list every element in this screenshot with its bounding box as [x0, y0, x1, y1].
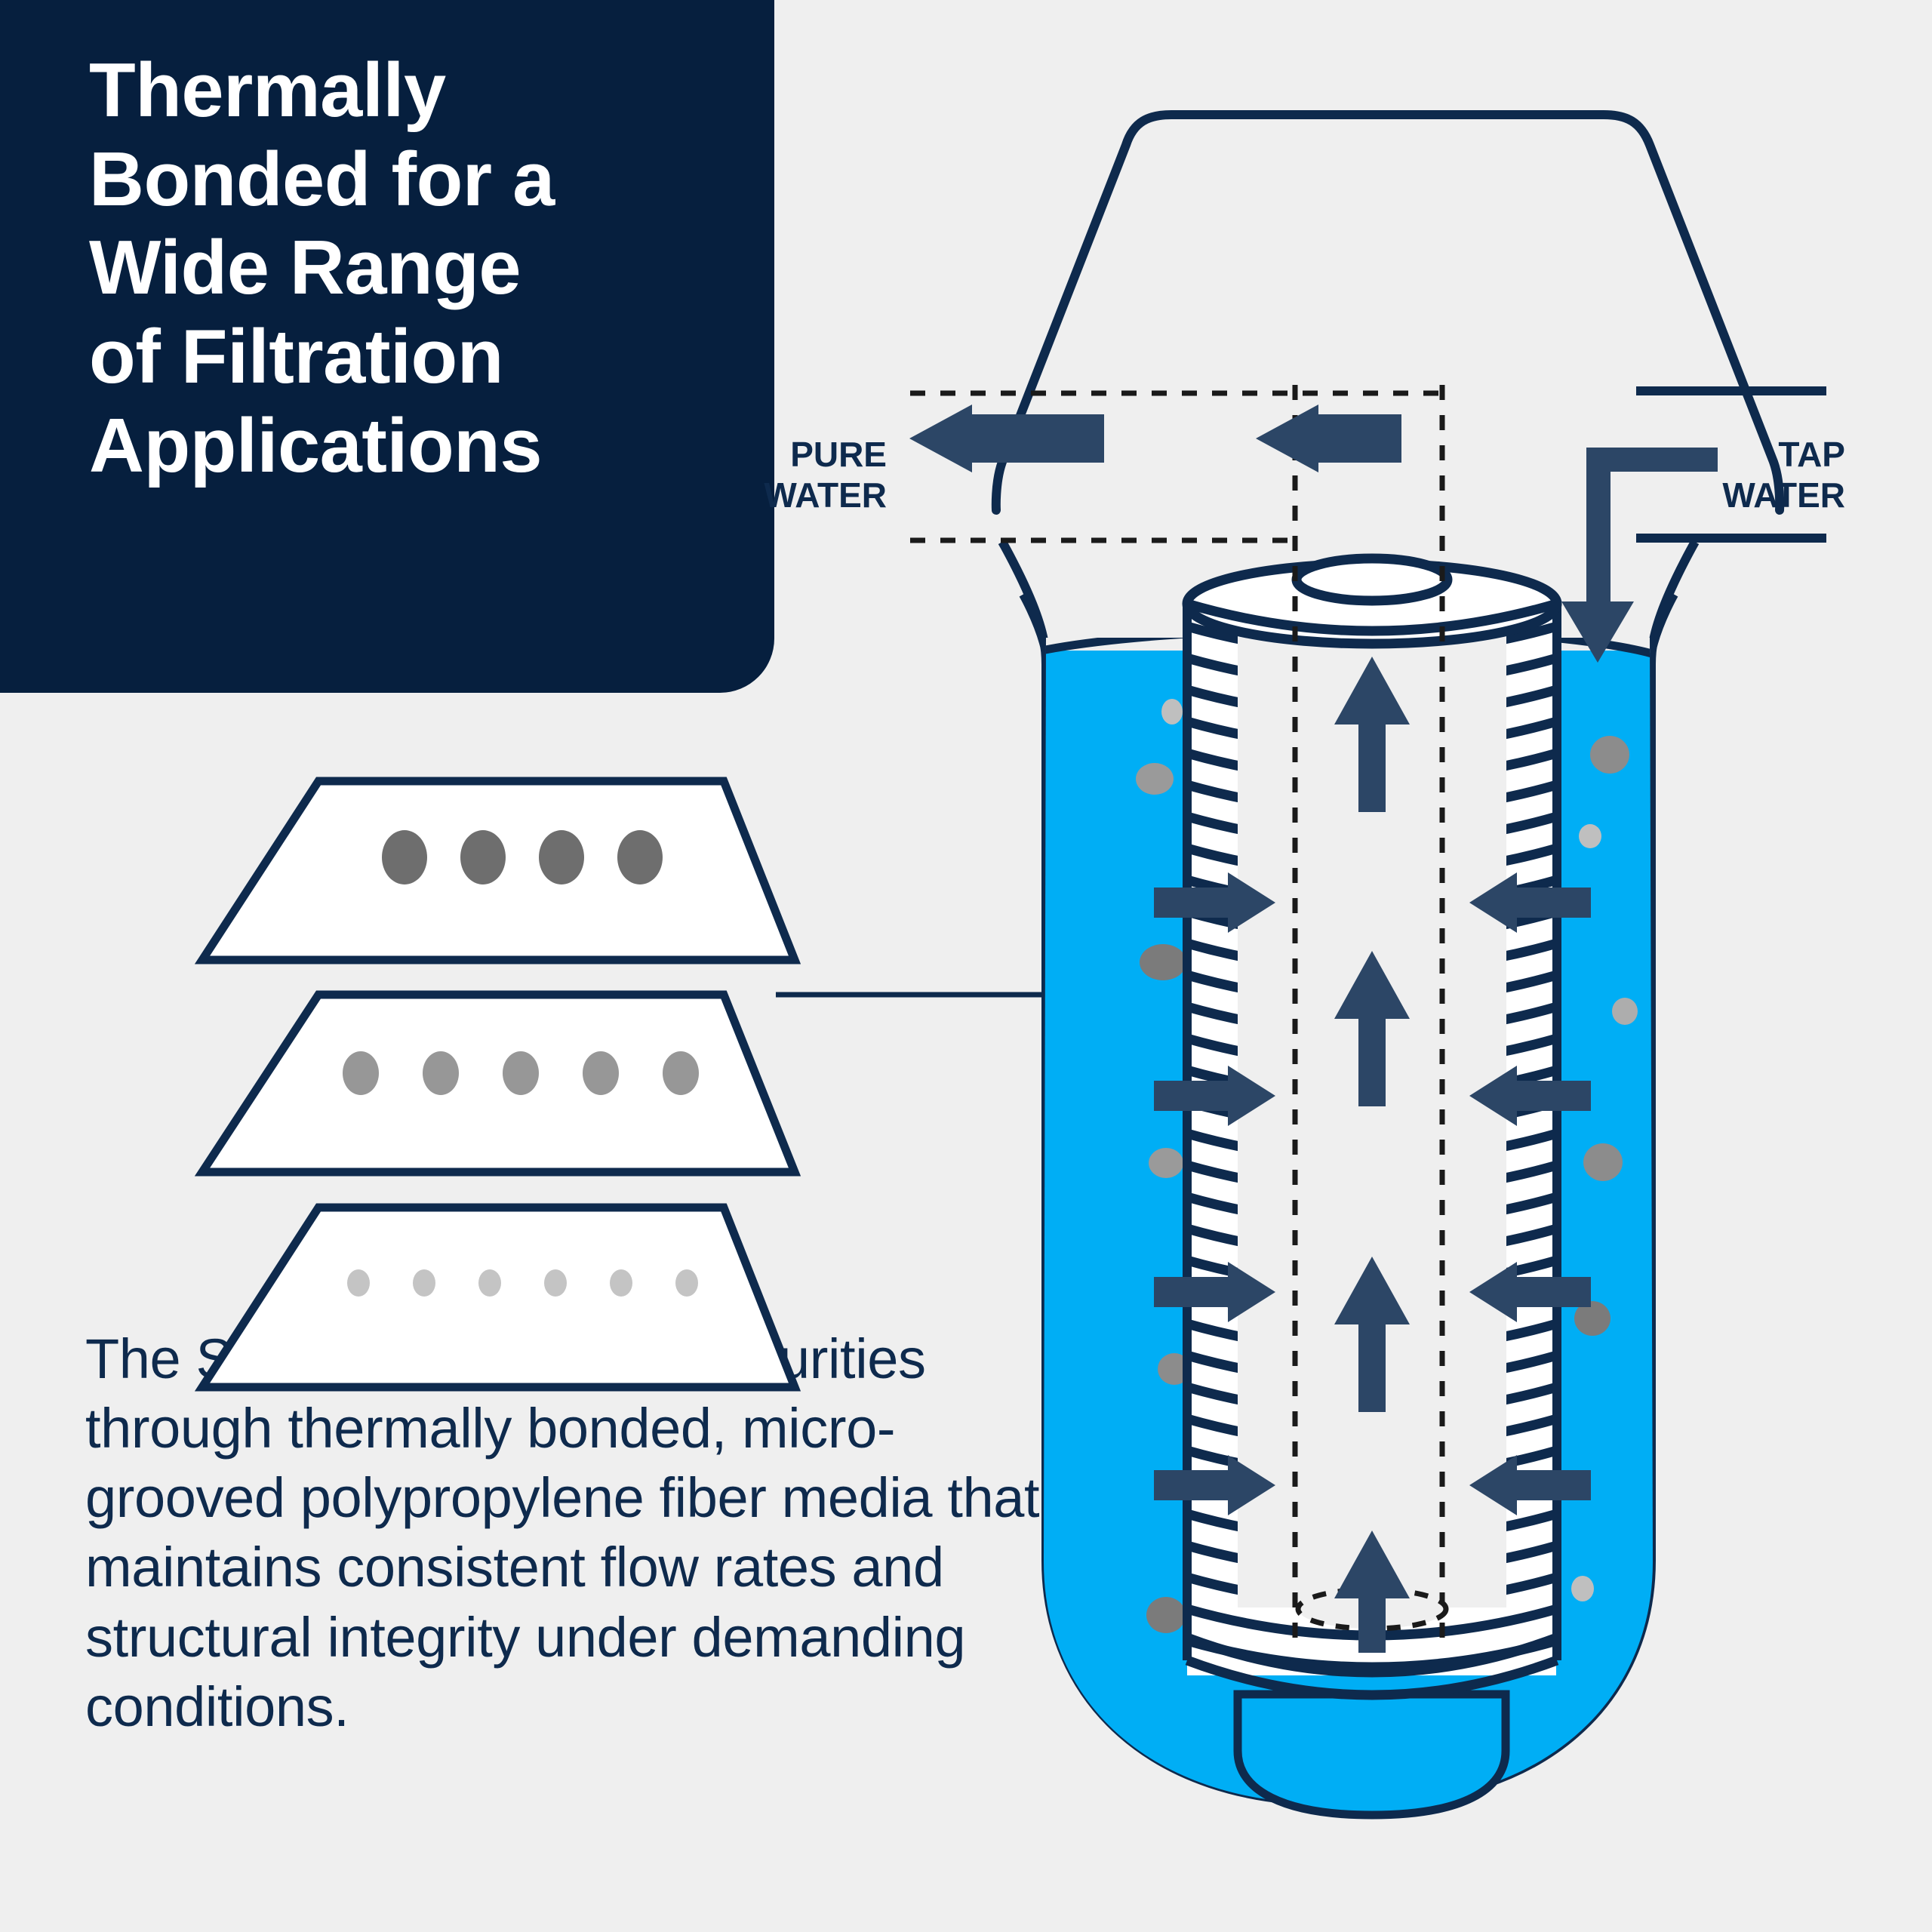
label-pure-water-line1: PURE [790, 435, 887, 474]
cartridge-bottom-edge [1185, 1632, 1559, 1678]
arrow-media-in-right-1 [1469, 872, 1591, 933]
outlet-channel-guides [910, 390, 1442, 543]
cartridge-bottom-edge-2 [1185, 1655, 1559, 1700]
inlet-channel-guides [1636, 386, 1826, 543]
impurity-particles [1136, 699, 1638, 1633]
arrow-core-up-1 [1334, 657, 1410, 812]
label-pure-water-line2: WATER [764, 475, 887, 515]
cartridge-top-inner-lip [1186, 598, 1558, 636]
title-line-5: Applications [89, 403, 543, 488]
diagram-labels: PURE WATER TAP WATER [764, 435, 1845, 515]
arrow-media-in-right-3 [1469, 1262, 1591, 1322]
body-paragraph: The SP-PD Series traps impurities throug… [85, 1327, 1040, 1738]
arrow-core-up-2 [1334, 951, 1410, 1106]
cartridge-core-bore [1291, 553, 1453, 606]
title-card: Thermally Bonded for a Wide Range of Fil… [0, 0, 774, 693]
arrow-media-in-left-2 [1154, 1066, 1275, 1126]
layer-trapezoid-fine [194, 1203, 801, 1392]
arrow-core-up-3 [1334, 1257, 1410, 1412]
flow-arrows [909, 405, 1718, 1653]
title-line-4: of Filtration [89, 314, 503, 399]
housing-head-outline [991, 110, 1785, 515]
arrow-media-in-left-3 [1154, 1262, 1275, 1322]
arrow-media-in-right-2 [1469, 1066, 1591, 1126]
layer-coarse-dots [382, 830, 663, 884]
cartridge-end-cap [1233, 1690, 1510, 1820]
arrow-outlet-left-outer [909, 405, 1104, 472]
arrow-media-in-right-4 [1469, 1455, 1591, 1515]
label-tap-water-line2: WATER [1722, 475, 1845, 515]
label-tap-water-line1: TAP [1778, 435, 1845, 474]
arrow-core-up-4 [1334, 1531, 1410, 1653]
page-title: Thermally Bonded for a Wide Range of Fil… [89, 47, 721, 491]
layer-trapezoid-coarse [194, 777, 801, 964]
title-line-1: Thermally [89, 48, 446, 133]
title-line-2: Bonded for a [89, 137, 555, 222]
layer-medium-dots [343, 1051, 699, 1095]
arrow-inlet-tap-water [1561, 448, 1718, 663]
layer-trapezoid-medium [194, 990, 801, 1177]
arrow-outlet-left-inner [1256, 405, 1401, 472]
media-layer-stack [194, 777, 1186, 1392]
arrow-media-in-left-4 [1154, 1455, 1275, 1515]
title-line-3: Wide Range [89, 226, 521, 311]
layer-fine-dots [347, 1269, 698, 1297]
arrow-media-in-left-1 [1154, 872, 1275, 933]
